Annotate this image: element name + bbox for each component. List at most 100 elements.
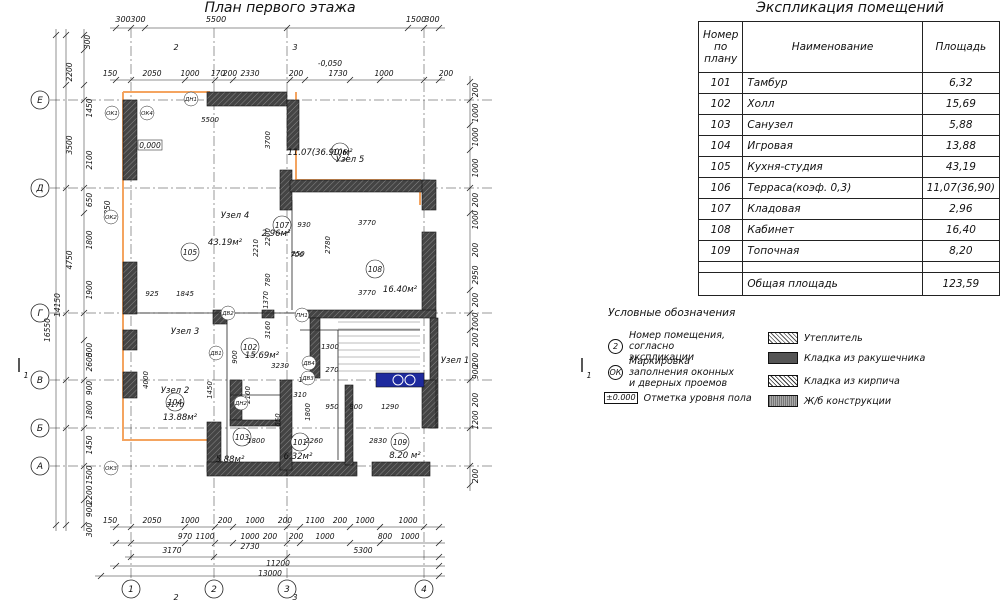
legend-shell-masonry: Кладка из ракушечника — [768, 352, 925, 364]
room-area: 2.96м² — [262, 229, 291, 239]
dim-tick — [211, 539, 219, 547]
inner-dim: 3170 — [166, 401, 184, 409]
cell-area: 11,07(36,90) — [921, 177, 1000, 199]
dim-tick — [466, 78, 474, 86]
boiler-circle — [404, 374, 416, 386]
room-area: 5.88м² — [216, 455, 245, 465]
dim-label: 1200 — [471, 410, 480, 429]
legend-text: Отметка уровня пола — [643, 392, 752, 404]
inner-dim: 2830 — [369, 437, 387, 445]
axis-letter: Д — [35, 184, 43, 194]
node-label: Узел 4 — [221, 211, 249, 221]
dim-label: 1000 — [400, 532, 419, 541]
room-number: 101 — [293, 438, 307, 447]
dim-tick — [466, 309, 474, 317]
dim-tick — [346, 539, 354, 547]
axis-bubble — [414, 579, 434, 599]
dim-label: 1000 — [245, 516, 264, 525]
dim-tick — [346, 523, 354, 531]
dim-label: 1800 — [85, 230, 94, 249]
room-area: 8.20 м² — [389, 451, 421, 461]
legend-rc-structure: Ж/б конструкции — [768, 395, 891, 407]
cell-area: 5,88 — [921, 114, 1000, 136]
room-number-bubble — [390, 432, 410, 452]
dim-tick — [404, 24, 412, 32]
dim-label: 11200 — [266, 559, 290, 568]
inner-dim: 270 — [325, 366, 339, 374]
dim-label: 1900 — [85, 280, 94, 299]
inner-dim: 3230 — [271, 362, 289, 370]
dim-tick — [127, 24, 135, 32]
dim-tick — [466, 286, 474, 294]
dim-tick — [80, 184, 88, 192]
dim-tick — [210, 553, 218, 561]
dim-tick — [435, 553, 443, 561]
dim-tick — [229, 523, 237, 531]
inner-dim: 925 — [145, 290, 159, 298]
dim-tick — [62, 31, 70, 39]
boiler-circle — [392, 374, 404, 386]
dim-label: 2330 — [240, 69, 259, 78]
dim-tick — [80, 462, 88, 470]
dim-label: 1000 — [315, 532, 334, 541]
dim-tick — [112, 539, 120, 547]
dim-tick — [141, 24, 149, 32]
dim-label: 3170 — [162, 546, 181, 555]
dim-label: 200 — [471, 243, 480, 258]
wall-masonry — [122, 329, 138, 351]
inner-dim: 1290 — [381, 403, 399, 411]
dim-tick — [286, 76, 294, 84]
axis-bubble — [30, 418, 50, 438]
inner-dim: 1800 — [304, 403, 312, 421]
opening-mark-bubble — [103, 209, 119, 225]
dim-label: 1100 — [305, 516, 324, 525]
dim-tick — [376, 539, 384, 547]
inner-dim: 650 — [274, 413, 282, 427]
axis-letter: В — [37, 376, 43, 386]
room-number: 103 — [235, 433, 250, 442]
table-gap-row — [697, 261, 1000, 273]
dim-label: 7850 — [103, 200, 112, 219]
dim-label: 1100 — [195, 532, 214, 541]
floor-level-zero: 0,000 — [139, 141, 161, 150]
wall-masonry — [421, 379, 437, 429]
opening-mark-bubble — [233, 395, 249, 411]
dim-tick — [296, 523, 304, 531]
room-area: 16.40м² — [383, 285, 418, 295]
dim-tick — [62, 424, 70, 432]
dim-label: 2950 — [471, 265, 480, 284]
dim-label: 1000 — [471, 103, 480, 122]
inner-dim: 930 — [297, 221, 311, 229]
level-box — [137, 139, 163, 151]
dim-label: 970 — [178, 532, 193, 541]
dim-tick — [62, 184, 70, 192]
dim-label: 200 — [223, 69, 238, 78]
axis-bubble — [30, 90, 50, 110]
dim-tick — [435, 572, 443, 580]
dim-label: 2050 — [142, 516, 161, 525]
dim-label: 1500 — [85, 465, 94, 484]
cell-area: 13,88 — [921, 135, 1000, 157]
dim-tick — [80, 336, 88, 344]
dim-tick — [112, 76, 120, 84]
legend-text: Ж/б конструкции — [804, 395, 892, 407]
axis-letter: Е — [37, 96, 43, 106]
axis-bubble — [121, 579, 141, 599]
dim-tick — [97, 572, 105, 580]
dim-label: 650 — [85, 193, 94, 208]
dim-label: 5500 — [206, 15, 226, 24]
opening-mark-bubble — [104, 105, 120, 121]
dim-label: 900 — [85, 503, 94, 518]
dim-tick — [62, 81, 70, 89]
dim-tick — [466, 121, 474, 129]
cell-area: 15,69 — [921, 93, 1000, 115]
dim-label: 1000 — [180, 69, 199, 78]
dim-tick — [301, 76, 309, 84]
wall-masonry — [421, 231, 437, 315]
opening-mark-bubble — [183, 91, 199, 107]
wall-masonry — [421, 179, 437, 211]
header-area: Площадь — [921, 21, 1000, 73]
